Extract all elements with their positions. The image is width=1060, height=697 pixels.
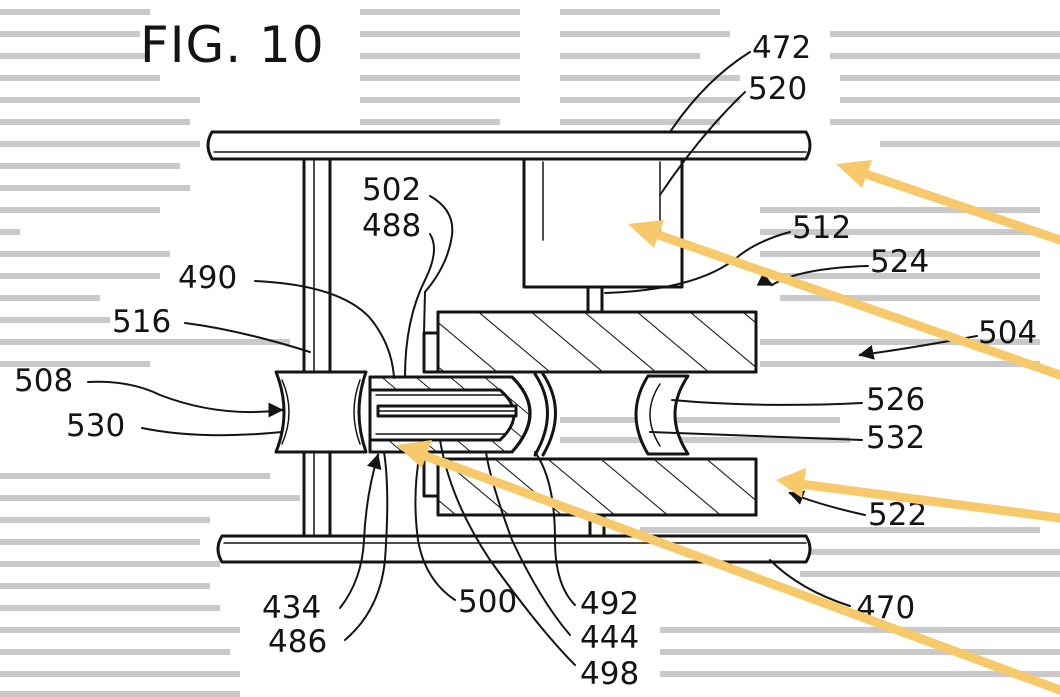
leader-488 — [404, 233, 435, 378]
leader-532 — [649, 431, 863, 441]
leader-500 — [414, 451, 456, 601]
label-532: 532 — [866, 420, 925, 456]
label-492: 492 — [580, 586, 639, 622]
label-508: 508 — [14, 363, 73, 399]
leader-516 — [184, 322, 311, 353]
background-text-texture — [0, 9, 1060, 697]
label-486: 486 — [268, 624, 327, 660]
label-502: 502 — [362, 172, 421, 208]
reference-labels: 472 520 502 488 512 524 490 516 504 508 … — [14, 30, 1037, 692]
label-472: 472 — [752, 30, 811, 66]
label-488: 488 — [362, 208, 421, 244]
bottom-plate-470 — [216, 534, 812, 564]
leader-472 — [669, 51, 751, 133]
leader-434 — [339, 454, 379, 609]
leader-526 — [671, 399, 863, 406]
right-cup-526 — [634, 374, 690, 456]
left-cup-508 — [274, 370, 368, 454]
label-504: 504 — [978, 315, 1037, 351]
annotation-arrows — [396, 160, 1060, 695]
label-516: 516 — [112, 304, 171, 340]
leader-470 — [769, 559, 851, 607]
leader-444 — [485, 451, 571, 636]
label-520: 520 — [748, 71, 807, 107]
figure-title: FIG. 10 — [140, 16, 325, 74]
leader-524 — [771, 265, 869, 286]
lower-hatched-die-522 — [422, 457, 758, 538]
label-444: 444 — [580, 620, 639, 656]
annotation-arrow-block-520 — [628, 220, 1060, 380]
blade-444 — [376, 404, 518, 418]
annotation-arrow-die-522 — [776, 468, 1060, 523]
leader-520 — [659, 91, 746, 196]
label-530: 530 — [66, 408, 125, 444]
leader-492 — [534, 451, 576, 606]
leader-502 — [423, 195, 454, 334]
label-500: 500 — [458, 584, 517, 620]
post-516 — [302, 157, 332, 538]
label-498: 498 — [580, 656, 639, 692]
label-524: 524 — [870, 244, 929, 280]
top-plate-472 — [206, 130, 812, 161]
label-526: 526 — [866, 382, 925, 418]
label-512: 512 — [792, 210, 851, 246]
label-434: 434 — [262, 590, 321, 626]
right-arcs-492 — [533, 372, 557, 457]
leader-508 — [87, 380, 283, 414]
leader-530 — [141, 427, 283, 437]
annotation-arrow-top-plate — [836, 160, 1060, 245]
annotation-arrow-carrier — [396, 440, 1060, 695]
upper-hatched-die-524 — [422, 310, 758, 374]
leader-arrows — [268, 272, 875, 505]
leader-486 — [344, 451, 389, 641]
leader-498 — [439, 439, 576, 666]
leader-490 — [254, 280, 395, 379]
label-490: 490 — [178, 260, 237, 296]
